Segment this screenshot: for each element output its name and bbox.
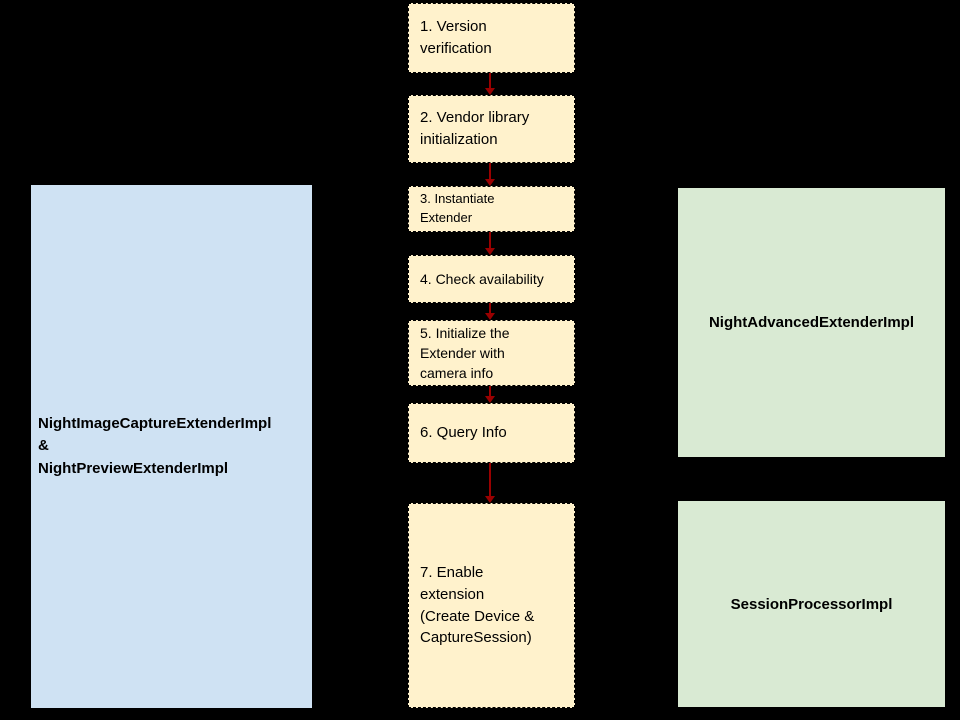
step-label: 3. Instantiate Extender [420, 191, 495, 225]
session-processor-box: SessionProcessorImpl [678, 501, 945, 707]
arrow-down-icon [485, 313, 495, 320]
step-label: 7. Enable extension (Create Device & Cap… [420, 564, 535, 647]
arrow-line [489, 232, 491, 249]
arrow-line [489, 386, 491, 397]
arrow-down-icon [485, 88, 495, 95]
arrow-line [489, 73, 491, 89]
right-box-label: SessionProcessorImpl [730, 595, 893, 613]
right-box-label: NightAdvancedExtenderImpl [708, 314, 915, 331]
step-label: 5. Initialize the Extender with camera i… [420, 324, 510, 382]
arrow-down-icon [485, 248, 495, 255]
step-label: 2. Vendor library initialization [420, 109, 530, 148]
step-label: 6. Query Info [420, 424, 507, 442]
step-query-info: 6. Query Info [408, 403, 575, 463]
step-vendor-library-initialization: 2. Vendor library initialization [408, 95, 575, 163]
arrow-line [489, 163, 491, 180]
step-version-verification: 1. Version verification [408, 3, 575, 73]
flow-arrow-4-to-5 [483, 303, 497, 320]
step-label: 4. Check availability [420, 270, 544, 287]
flow-arrow-6-to-7 [483, 463, 497, 503]
step-initialize-extender-camera-info: 5. Initialize the Extender with camera i… [408, 320, 575, 386]
night-image-capture-extender-box: NightImageCaptureExtenderImpl & NightPre… [31, 185, 312, 708]
flow-arrow-1-to-2 [483, 73, 497, 95]
flow-arrow-5-to-6 [483, 386, 497, 403]
left-box-label: NightImageCaptureExtenderImpl & NightPre… [38, 414, 272, 477]
night-advanced-extender-box: NightAdvancedExtenderImpl [678, 188, 945, 457]
step-enable-extension: 7. Enable extension (Create Device & Cap… [408, 503, 575, 708]
arrow-line [489, 303, 491, 314]
arrow-down-icon [485, 179, 495, 186]
arrow-line [489, 463, 491, 497]
step-check-availability: 4. Check availability [408, 255, 575, 303]
flow-arrow-2-to-3 [483, 163, 497, 186]
arrow-down-icon [485, 496, 495, 503]
step-label: 1. Version verification [420, 18, 492, 57]
arrow-down-icon [485, 396, 495, 403]
flow-arrow-3-to-4 [483, 232, 497, 255]
step-instantiate-extender: 3. Instantiate Extender [408, 186, 575, 232]
